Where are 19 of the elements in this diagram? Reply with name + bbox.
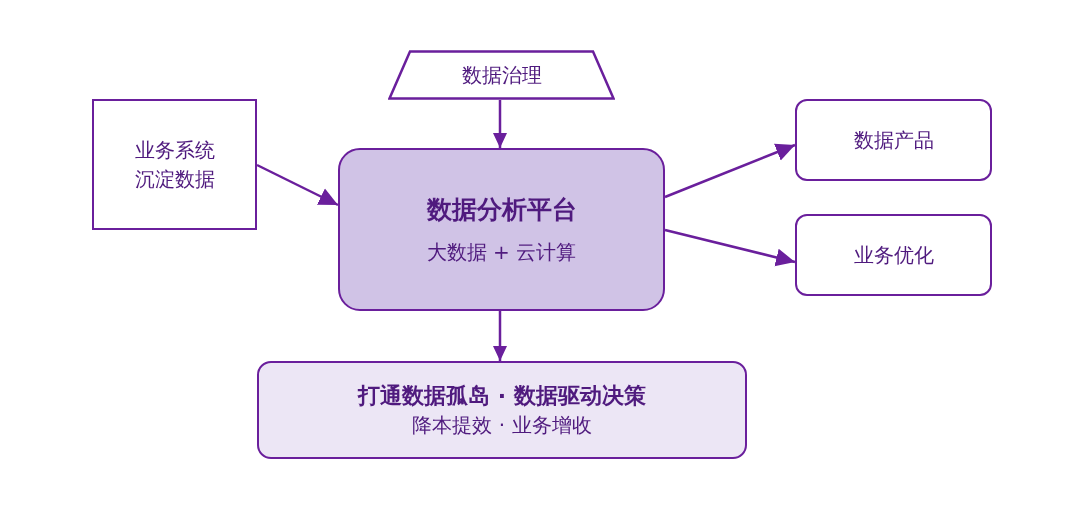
box-text: 业务系统沉淀数据: [133, 136, 216, 193]
process-box: [795, 99, 992, 181]
process-box: [92, 99, 257, 230]
arrow: [664, 228, 796, 267]
platform-box: [338, 148, 665, 311]
arrow: [256, 163, 339, 207]
box-text: 降本提效 · 业务增收: [412, 412, 592, 440]
trapezoid-box: [388, 50, 615, 100]
arrow: [664, 143, 796, 199]
box-title: 数据分析平台: [426, 193, 577, 226]
process-box: [795, 214, 992, 296]
box-text: 数据治理: [461, 61, 542, 89]
box-title: 打通数据孤岛 · 数据驱动决策: [358, 381, 646, 410]
result-box: [257, 361, 747, 459]
box-text: 大数据 + 云计算: [426, 239, 577, 267]
arrow: [493, 100, 507, 148]
arrow: [493, 311, 507, 361]
box-text: 业务优化: [853, 241, 934, 269]
box-text: 数据产品: [853, 126, 934, 154]
